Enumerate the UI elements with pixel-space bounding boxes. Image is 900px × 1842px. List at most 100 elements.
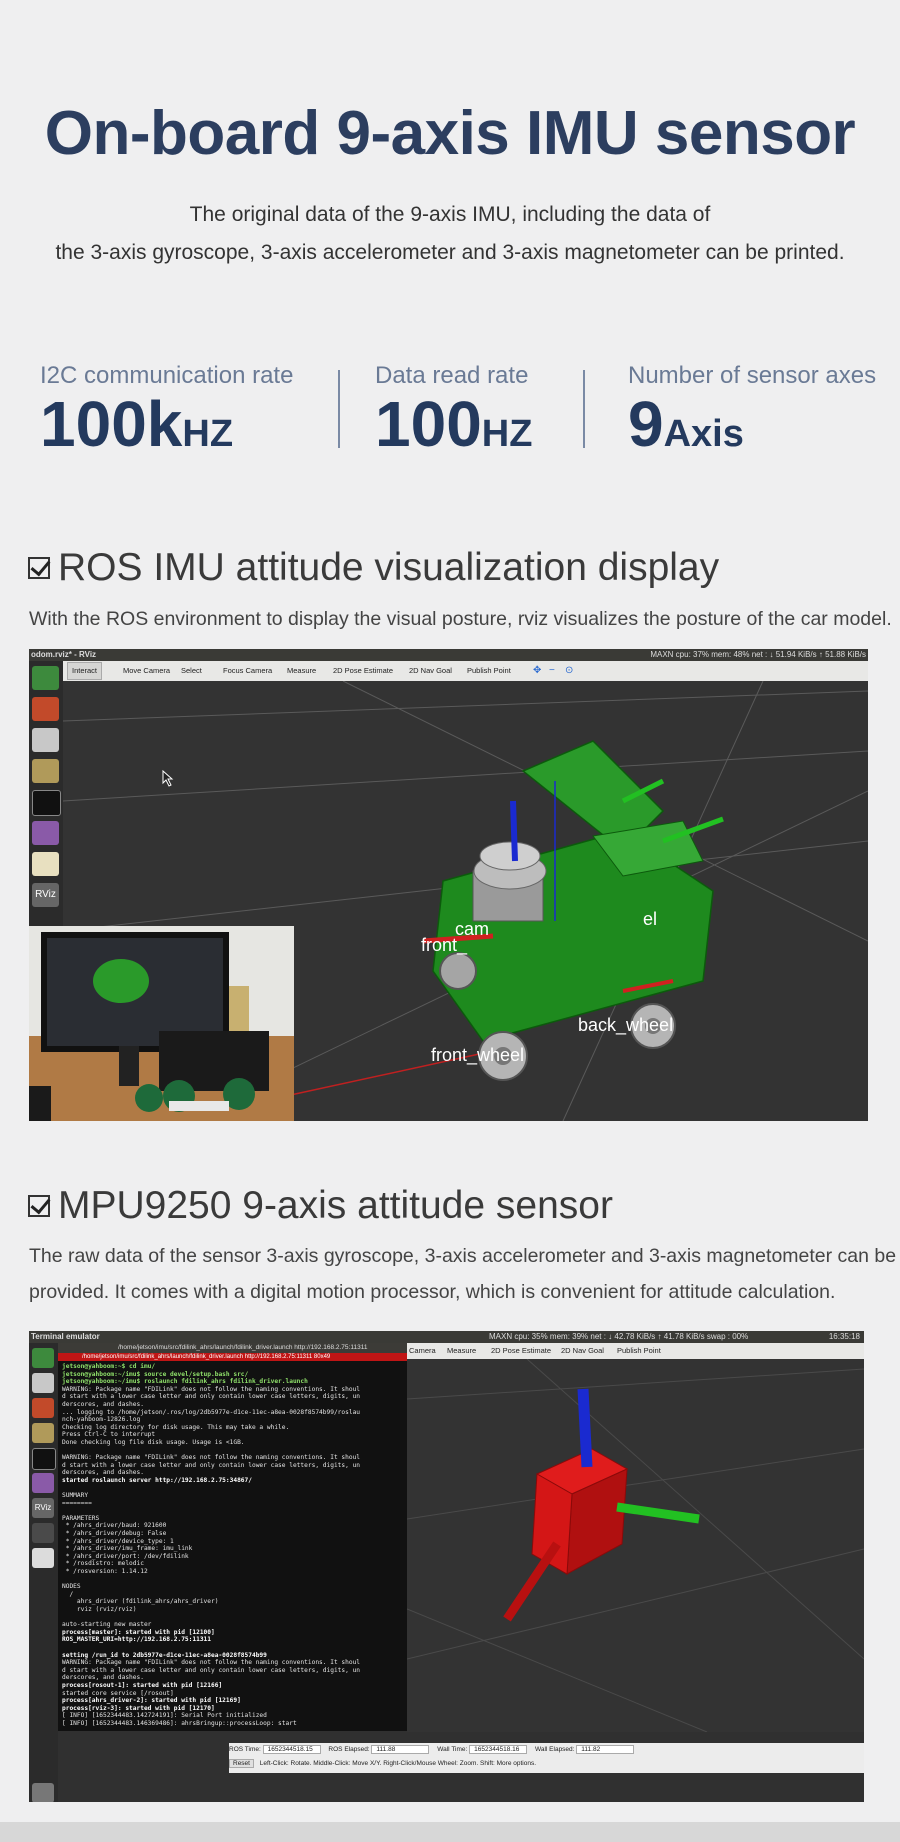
- rviz-icon[interactable]: RViz: [32, 1498, 54, 1518]
- stat-sensor-axes: Number of sensor axes 9Axis: [628, 362, 876, 466]
- stat-label: I2C communication rate: [40, 362, 294, 389]
- trash-icon[interactable]: [32, 1783, 54, 1802]
- photo-illustration: [29, 926, 294, 1121]
- launcher-sidebar: RViz: [29, 1343, 58, 1802]
- focus-icon[interactable]: ⊙: [565, 665, 574, 676]
- tool-2d-nav-goal[interactable]: 2D Nav Goal: [409, 666, 452, 675]
- frame-label: back_wheel: [578, 1015, 673, 1036]
- subtitle-line-1: The original data of the 9-axis IMU, inc…: [189, 203, 711, 226]
- ros-elapsed-field[interactable]: 111.88: [371, 1745, 430, 1754]
- image-viewer-icon[interactable]: [32, 1473, 54, 1493]
- rviz-icon[interactable]: RViz: [32, 883, 59, 907]
- section-description-line-1: The raw data of the sensor 3-axis gyrosc…: [29, 1245, 897, 1267]
- terminal-line: Checking log directory for disk usage. T…: [62, 1423, 290, 1431]
- terminal-line: Done checking log file disk usage. Usage…: [62, 1438, 245, 1446]
- tool-camera[interactable]: Camera: [409, 1346, 436, 1355]
- wall-time-field[interactable]: 1652344518.16: [469, 1745, 528, 1754]
- system-status: MAXN cpu: 37% mem: 48% net : ↓ 51.94 KiB…: [650, 650, 866, 659]
- tool-measure[interactable]: Measure: [287, 666, 317, 675]
- rviz-screenshot-car-model: odom.rviz* - RViz MAXN cpu: 37% mem: 48%…: [29, 649, 868, 1121]
- terminal-line: [62, 1485, 403, 1493]
- settings-icon[interactable]: [32, 697, 59, 721]
- tool-2d-pose-estimate[interactable]: 2D Pose Estimate: [491, 1346, 552, 1355]
- terminal-output: jetson@yahboom:~$ cd imu/jetson@yahboom:…: [58, 1361, 407, 1730]
- rviz-toolbar: Camera Measure 2D Pose Estimate 2D Nav G…: [407, 1343, 864, 1359]
- section-heading-ros-imu: ROS IMU attitude visualization display: [28, 546, 719, 590]
- text-editor-icon[interactable]: [32, 852, 59, 876]
- terminal-line: [62, 1576, 403, 1584]
- wall-elapsed-label: Wall Elapsed:: [534, 1746, 575, 1753]
- terminal-line: derscores, and dashes.: [62, 1674, 144, 1682]
- move-icon[interactable]: ✥: [533, 665, 542, 676]
- terminal-line: d start with a lower case letter and onl…: [62, 1461, 361, 1469]
- terminal-line: * /rosversion: 1.14.12: [62, 1568, 148, 1576]
- terminal-line: [ INFO] [1652344483.142724191]: Serial P…: [62, 1712, 267, 1720]
- folder-icon[interactable]: [32, 759, 59, 783]
- terminal-line: nch-yahboom-12826.log: [62, 1416, 141, 1424]
- folder-icon[interactable]: [32, 1423, 54, 1443]
- ros-time-field[interactable]: 1652344518.15: [262, 1745, 321, 1754]
- rviz-time-panel: ROS Time: 1652344518.15 ROS Elapsed: 111…: [229, 1743, 864, 1773]
- reset-button[interactable]: Reset: [229, 1759, 254, 1768]
- terminal-line: jetson@yahboom:~/imu$ roslaunch fdilink_…: [62, 1378, 308, 1386]
- window-topbar: odom.rviz* - RViz MAXN cpu: 37% mem: 48%…: [29, 649, 868, 661]
- terminal-line: process[ahrs_driver-2]: started with pid…: [62, 1697, 241, 1705]
- tool-publish-point[interactable]: Publish Point: [617, 1346, 661, 1355]
- terminal-line: ahrs_driver (fdilink_ahrs/ahrs_driver): [62, 1598, 219, 1606]
- settings-icon[interactable]: [32, 1398, 54, 1418]
- terminal-line: started roslaunch server http://192.168.…: [62, 1476, 252, 1484]
- files-icon[interactable]: [32, 728, 59, 752]
- dash-icon[interactable]: [32, 666, 59, 690]
- tool-move-camera[interactable]: Move Camera: [123, 666, 171, 675]
- terminal-line: setting /run_id to 2db5977e-d1ce-11ec-a8…: [62, 1651, 267, 1659]
- terminal-line: d start with a lower case letter and onl…: [62, 1393, 361, 1401]
- terminal-line: * /ahrs_driver/baud: 921600: [62, 1522, 167, 1530]
- tool-2d-pose-estimate[interactable]: 2D Pose Estimate: [333, 666, 394, 675]
- subtitle-line-2: the 3-axis gyroscope, 3-axis acceleromet…: [55, 241, 845, 264]
- terminal-icon[interactable]: [32, 790, 61, 816]
- system-status: MAXN cpu: 35% mem: 39% net : ↓ 42.78 KiB…: [489, 1332, 749, 1341]
- tool-publish-point[interactable]: Publish Point: [467, 666, 511, 675]
- tool-focus-camera[interactable]: Focus Camera: [223, 666, 273, 675]
- terminal-line: * /ahrs_driver/debug: False: [62, 1530, 167, 1538]
- wall-elapsed-field[interactable]: 111.82: [576, 1745, 635, 1754]
- terminal-line: ========: [62, 1499, 92, 1507]
- window-title: odom.rviz* - RViz: [31, 650, 97, 659]
- terminal-title: /home/jetson/imu/src/fdilink_ahrs/launch…: [58, 1343, 407, 1353]
- tool-select[interactable]: Select: [181, 666, 202, 675]
- stat-divider: [583, 370, 585, 448]
- terminal-line: d start with a lower case letter and onl…: [62, 1666, 361, 1674]
- terminal-line: [ INFO] [1652344483.146369486]: ahrsBrin…: [62, 1719, 297, 1727]
- terminal-line: [62, 1614, 403, 1622]
- terminal-line: Press Ctrl-C to interrupt: [62, 1431, 156, 1439]
- drive-icon[interactable]: [32, 1548, 54, 1568]
- terminal-tab[interactable]: /home/jetson/imu/src/fdilink_ahrs/launch…: [58, 1353, 407, 1361]
- stat-value: 100kHZ: [40, 388, 234, 460]
- checkbox-icon: [28, 1195, 50, 1217]
- terminal-rviz-screenshot: Terminal emulator MAXN cpu: 35% mem: 39%…: [29, 1331, 864, 1802]
- terminal-line: WARNING: Package name "FDILink" does not…: [62, 1454, 361, 1462]
- terminal-line: SUMMARY: [62, 1492, 89, 1500]
- tool-measure[interactable]: Measure: [447, 1346, 477, 1355]
- car-model-scene: front_ front_wheel back_wheel cam el: [63, 681, 868, 1121]
- stat-divider: [338, 370, 340, 448]
- ros-time-label: ROS Time:: [229, 1746, 261, 1753]
- spec-stats: I2C communication rate 100kHZ Data read …: [0, 362, 900, 462]
- terminal-line: [62, 1507, 403, 1515]
- image-viewer-icon[interactable]: [32, 821, 59, 845]
- device-icon[interactable]: [32, 1523, 54, 1543]
- terminal-line: PARAMETERS: [62, 1514, 100, 1522]
- zoom-out-icon[interactable]: −: [549, 665, 555, 676]
- dash-icon[interactable]: [32, 1348, 54, 1368]
- terminal-line: /: [62, 1590, 74, 1598]
- imu-cube-scene: [407, 1359, 864, 1732]
- terminal-line: * /ahrs_driver/device_type: 1: [62, 1537, 174, 1545]
- terminal-icon[interactable]: [32, 1448, 56, 1470]
- tool-interact[interactable]: Interact: [67, 662, 103, 680]
- files-icon[interactable]: [32, 1373, 54, 1393]
- tool-2d-nav-goal[interactable]: 2D Nav Goal: [561, 1346, 604, 1355]
- rviz-3d-viewport[interactable]: [407, 1359, 864, 1732]
- terminal-window[interactable]: /home/jetson/imu/src/fdilink_ahrs/launch…: [58, 1343, 407, 1731]
- stat-value: 9Axis: [628, 388, 744, 460]
- section-heading-mpu9250: MPU9250 9-axis attitude sensor: [28, 1184, 613, 1228]
